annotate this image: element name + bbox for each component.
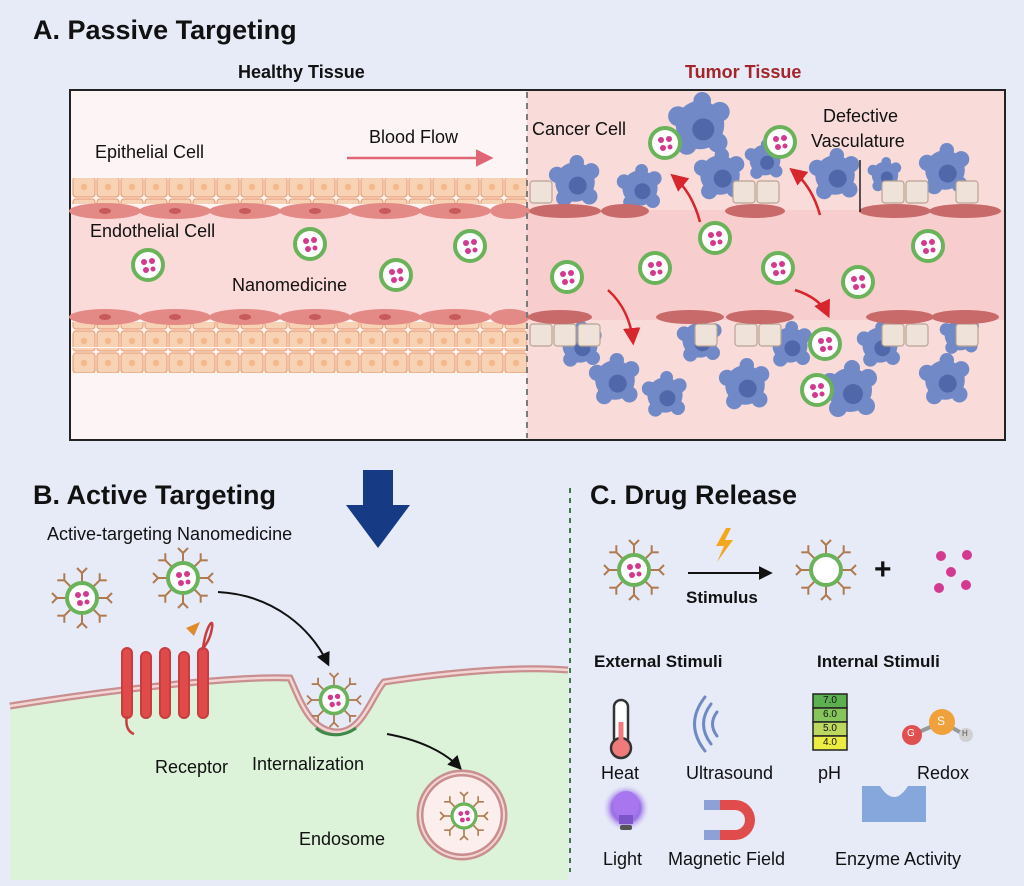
active-nanomedicine-label: Active-targeting Nanomedicine — [47, 524, 293, 544]
redox-label: Redox — [917, 763, 970, 783]
active-targeting-title: B. Active Targeting — [33, 480, 277, 510]
tumor-tissue-label: Tumor Tissue — [685, 62, 802, 82]
down-arrow — [346, 470, 410, 548]
epithelial-cell-label: Epithelial Cell — [95, 142, 205, 162]
heat-label: Heat — [601, 763, 640, 783]
ph-value-2: 6.0 — [823, 709, 837, 720]
redox-atom-g: G — [907, 728, 915, 739]
nanomedicine-label: Nanomedicine — [232, 275, 348, 295]
ultrasound-label: Ultrasound — [686, 763, 774, 783]
enzyme-icon — [862, 786, 926, 822]
redox-atom-s: S — [937, 714, 946, 728]
ph-value-1: 7.0 — [823, 695, 837, 706]
passive-targeting-title: A. Passive Targeting — [33, 15, 297, 45]
receptor-label: Receptor — [155, 757, 229, 777]
ph-value-4: 4.0 — [823, 737, 837, 748]
tumor-endothelium — [528, 204, 1001, 324]
healthy-tissue-label: Healthy Tissue — [238, 62, 365, 82]
cancer-cell-label: Cancer Cell — [532, 119, 627, 139]
magnet-icon — [704, 800, 755, 840]
ph-label: pH — [818, 763, 842, 783]
released-drug — [934, 550, 972, 593]
stimulus-label: Stimulus — [686, 588, 758, 607]
thermometer-icon — [609, 698, 633, 760]
light-label: Light — [603, 849, 643, 869]
endothelial-layer-top — [69, 203, 530, 219]
external-stimuli-title: External Stimuli — [594, 652, 723, 671]
internal-stimuli-title: Internal Stimuli — [817, 652, 940, 671]
ph-value-3: 5.0 — [823, 723, 837, 734]
light-bulb-icon — [602, 784, 650, 832]
blood-flow-label: Blood Flow — [369, 127, 459, 147]
internalization-label: Internalization — [252, 754, 365, 774]
redox-atom-h: H — [962, 729, 968, 738]
defective-vasculature-label-line1: Defective — [823, 106, 899, 126]
ultrasound-icon — [693, 695, 719, 753]
redox-molecule-icon — [902, 709, 973, 745]
tumor-epithelium — [529, 180, 979, 347]
plus-sign: + — [874, 553, 892, 586]
enzyme-activity-label: Enzyme Activity — [835, 849, 962, 869]
defective-vasculature-label-line2: Vasculature — [811, 131, 905, 151]
endosome-label: Endosome — [299, 829, 386, 849]
magnetic-field-label: Magnetic Field — [668, 849, 786, 869]
drug-release-title: C. Drug Release — [590, 480, 798, 510]
endothelial-cell-label: Endothelial Cell — [90, 221, 216, 241]
ph-scale-icon — [812, 693, 848, 751]
lightning-icon — [716, 528, 733, 562]
